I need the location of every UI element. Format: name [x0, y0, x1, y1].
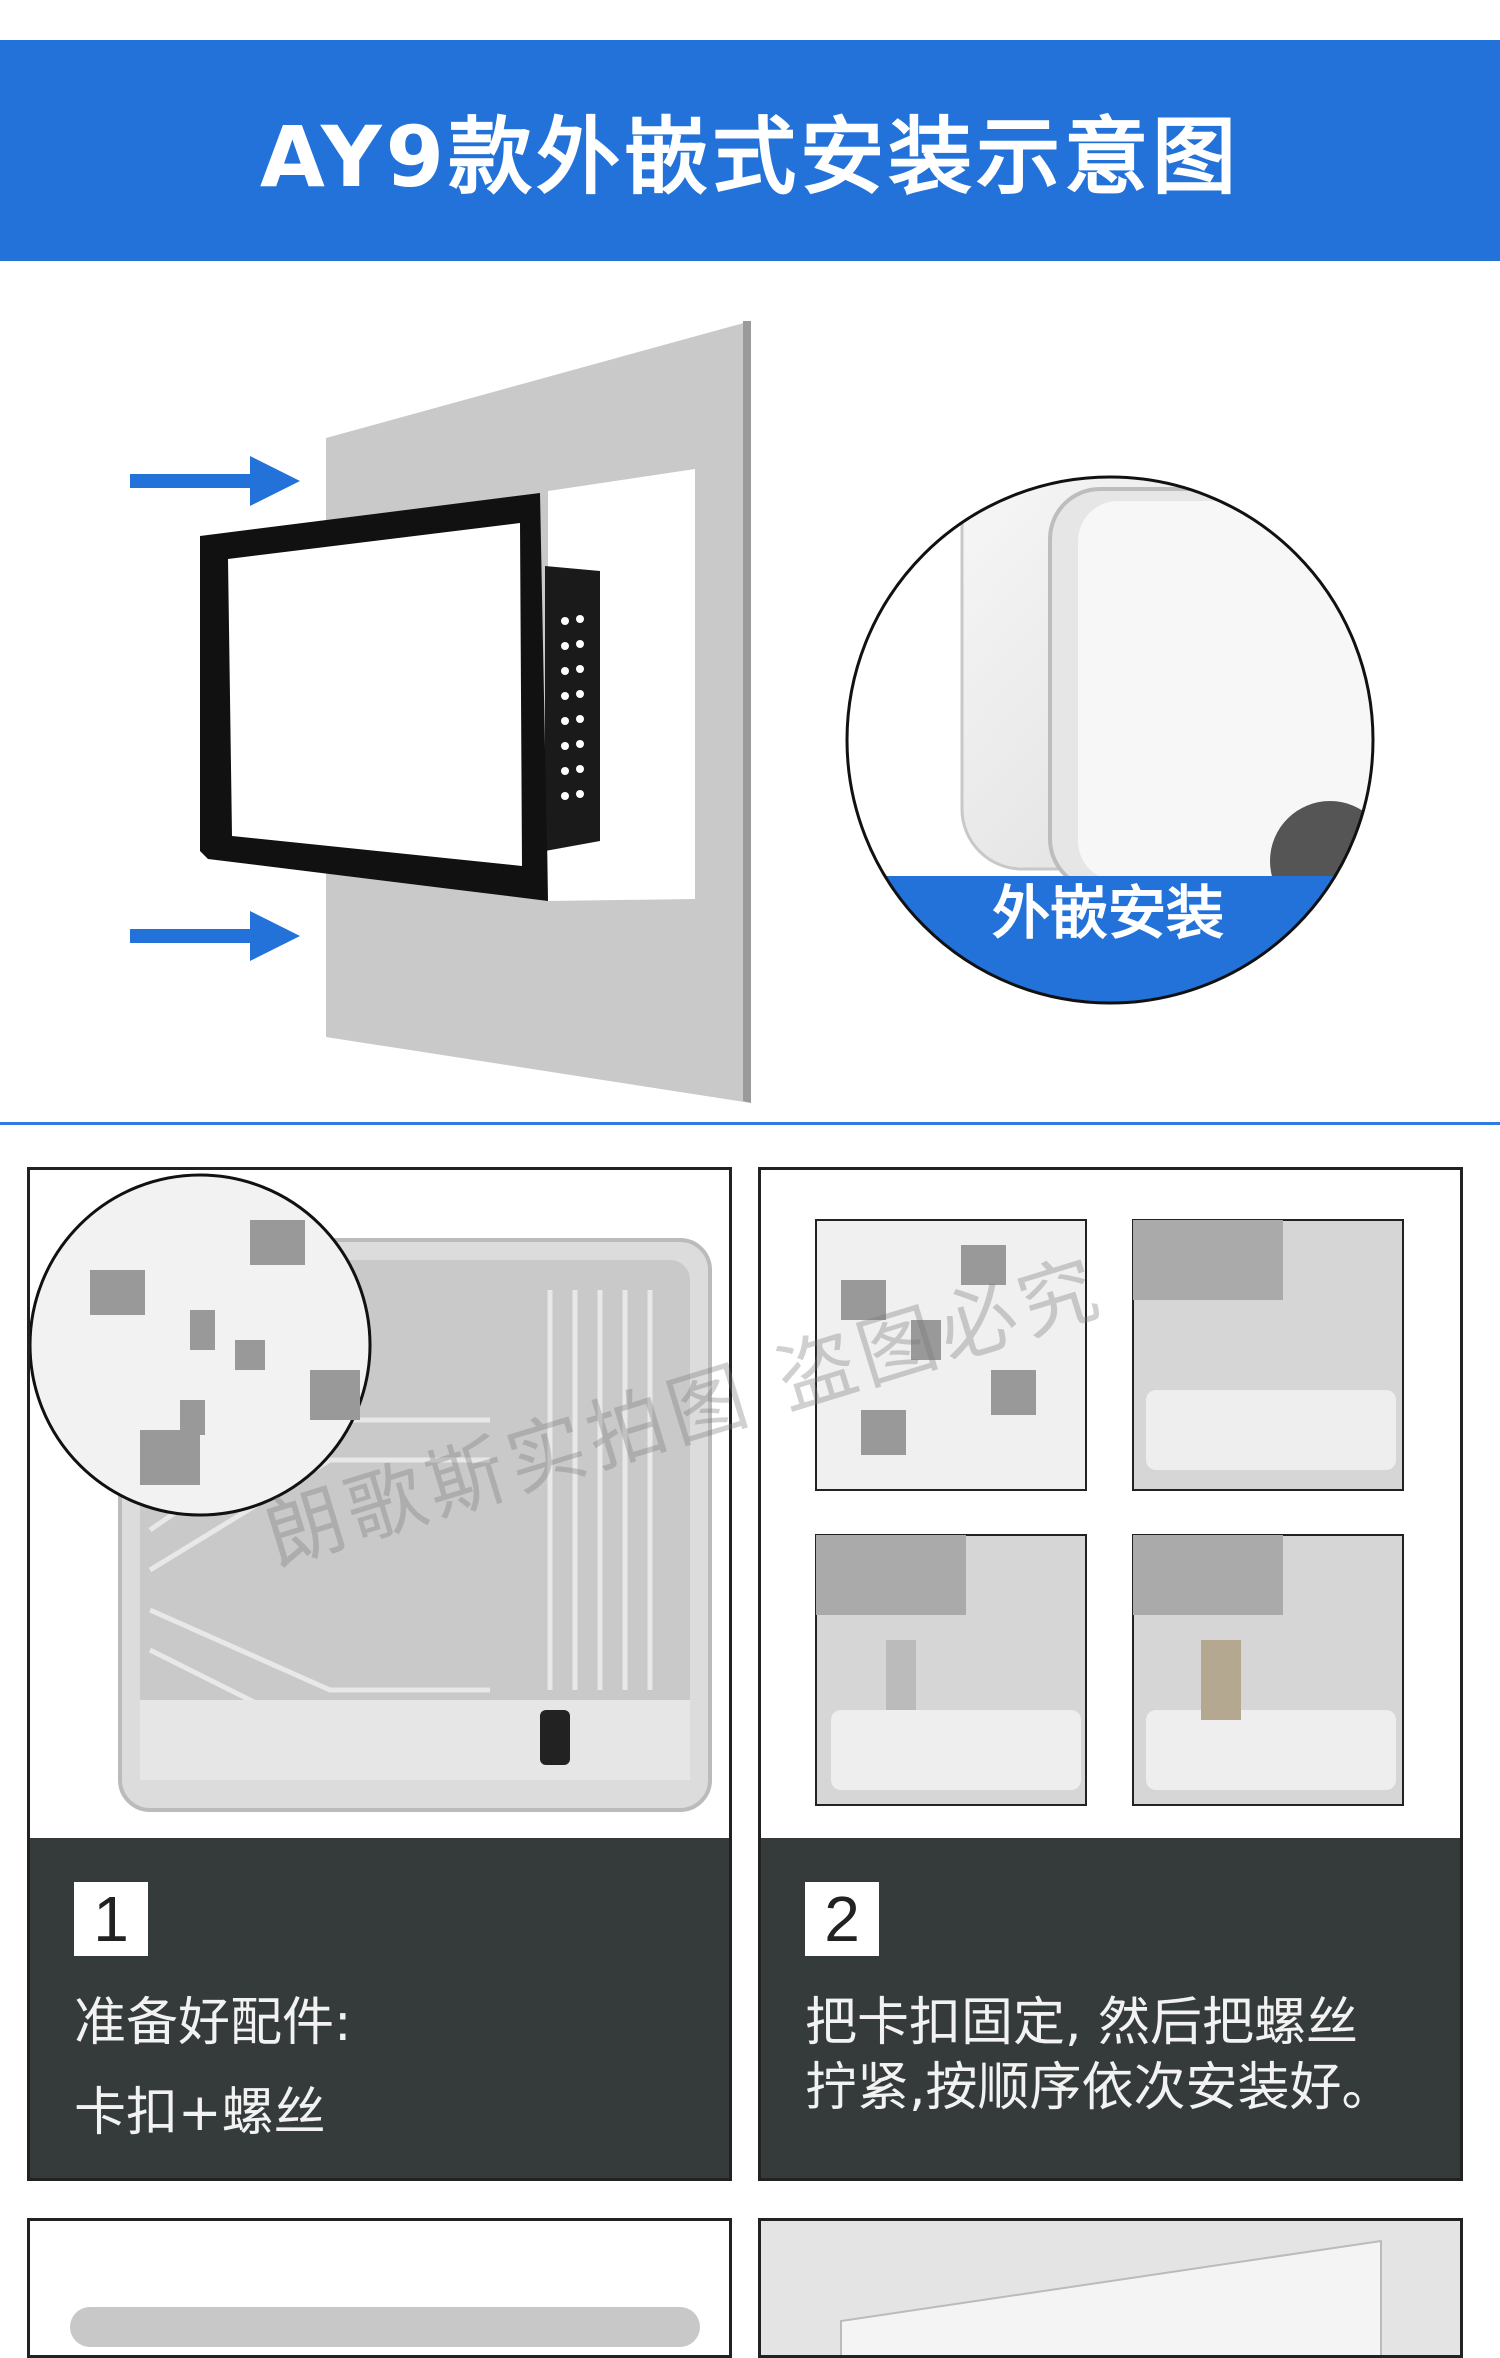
- mount-type-badge: 外嵌安装: [992, 879, 1224, 947]
- arrow-right-icon: [130, 456, 300, 506]
- monitor-icon: [200, 493, 600, 901]
- step-card-3: [27, 2218, 732, 2358]
- step-text-line: 卡扣+螺丝: [74, 2083, 326, 2143]
- product-photo: [840, 2239, 1382, 2355]
- installation-illustration: 外嵌安装: [130, 321, 1375, 1103]
- step-number: 1: [74, 1882, 148, 1956]
- installation-steps-photos: [815, 1219, 1404, 1806]
- header-banner: AY9款外嵌式安装示意图: [0, 40, 1500, 261]
- product-back-photo: [30, 1173, 712, 1812]
- page-title: AY9款外嵌式安装示意图: [259, 108, 1241, 206]
- step-caption-panel: 2 把卡扣固定, 然后把螺丝 拧紧,按顺序依次安装好。: [761, 1838, 1460, 2178]
- step-text-line: 把卡扣固定, 然后把螺丝: [805, 1993, 1359, 2053]
- arrow-right-icon: [130, 911, 300, 961]
- step-caption-panel: 1 准备好配件: 卡扣+螺丝: [30, 1838, 729, 2178]
- step-card-1: 1 准备好配件: 卡扣+螺丝: [27, 1167, 732, 2181]
- step-number: 2: [805, 1882, 879, 1956]
- product-photo: [70, 2307, 700, 2347]
- step-text-line: 准备好配件:: [74, 1993, 352, 2053]
- section-divider: [0, 1122, 1500, 1125]
- step-card-4: [758, 2218, 1463, 2358]
- step-text-line: 拧紧,按顺序依次安装好。: [805, 2058, 1394, 2118]
- detail-magnifier: [845, 475, 1375, 1005]
- step-card-2: 2 把卡扣固定, 然后把螺丝 拧紧,按顺序依次安装好。: [758, 1167, 1463, 2181]
